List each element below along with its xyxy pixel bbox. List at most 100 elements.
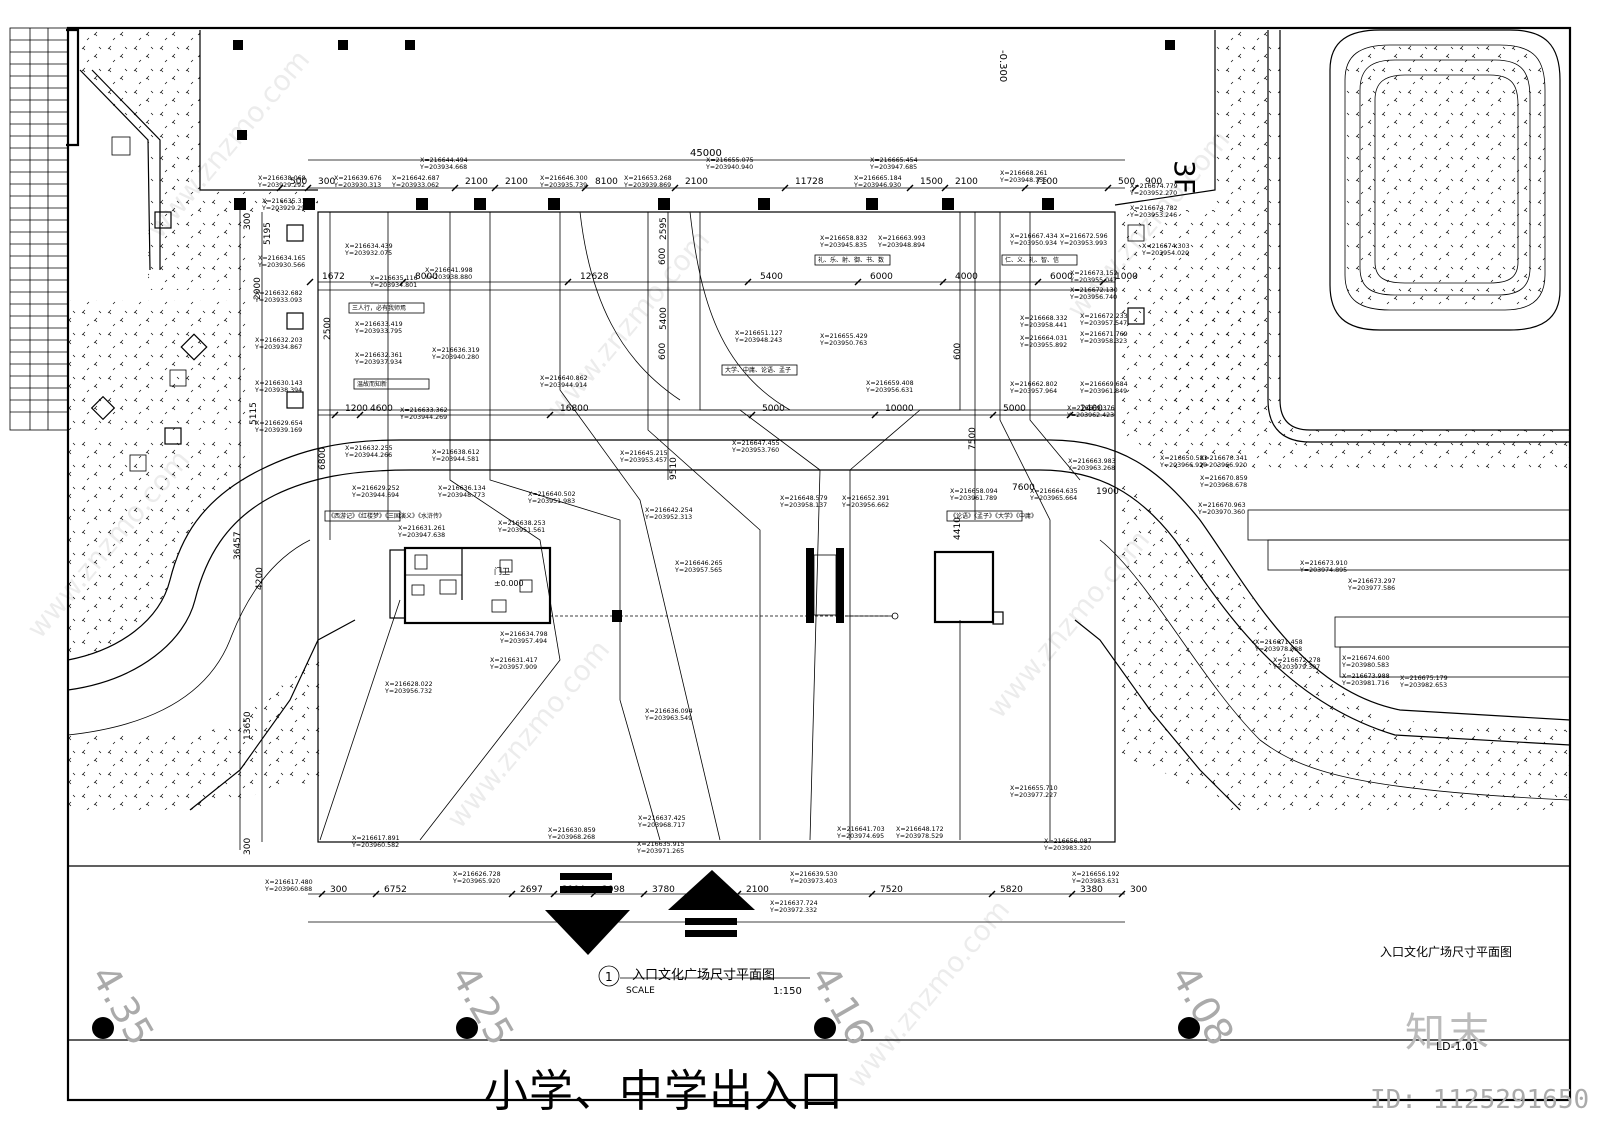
guard-house [389,546,552,625]
dimension-label: 5115 [249,402,259,425]
coordinate-y: Y=203935.739 [539,182,587,189]
coordinate-x: X=216668.332 [1020,315,1068,322]
coordinate-x: X=216648.172 [896,826,944,833]
coordinate-y: Y=203940.940 [705,164,753,171]
coordinate-x: X=216674.779 [1130,183,1178,190]
planting-areas [68,30,1570,810]
exit-label: 小学、中学出入口 [484,1066,844,1117]
dimension-tick [854,278,862,286]
coordinate-x: X=216674.303 [1142,243,1190,250]
coordinate-x: X=216669.376 [1067,405,1115,412]
coordinate-y: Y=203948.243 [734,337,782,344]
coordinate-y: Y=203932.075 [344,250,392,257]
coordinate-x: X=216634.798 [500,631,548,638]
coordinate-x: X=216632.203 [255,337,303,344]
detail-number: 1 [605,970,613,984]
elevation-1: 4.35 [82,958,162,1053]
coordinate-y: Y=203944.266 [344,452,392,459]
coordinate-y: Y=203946.930 [853,182,901,189]
coordinate-x: X=216663.993 [878,235,926,242]
coordinate-y: Y=203944.269 [399,414,447,421]
dimension-row2: 2400 [1080,404,1103,414]
dimension-top: 2100 [685,177,708,187]
coordinate-y: Y=203948.894 [877,242,925,249]
coordinate-y: Y=203938.880 [424,274,472,281]
coordinate-y: Y=203971.265 [636,848,684,855]
coordinate-x: X=216668.261 [1000,170,1048,177]
street [68,865,1570,1041]
coordinate-y: Y=203953.760 [731,447,779,454]
dimension-vertical: 2595 [659,217,669,240]
coordinate-y: Y=203960.688 [264,886,312,893]
coordinate-y: Y=203958.137 [779,502,827,509]
coordinate-y: Y=203944.581 [431,456,479,463]
dimension-left: 13650 [243,711,253,740]
coordinate-y: Y=203929.292 [257,182,305,189]
coordinate-y: Y=203980.583 [1341,662,1389,669]
coordinate-y: Y=203955.047 [1069,277,1117,284]
coordinate-y: Y=203948.773 [437,492,485,499]
coordinate-y: Y=203957.964 [1009,388,1057,395]
dimension-row2: 5000 [762,404,785,414]
coordinate-y: Y=203963.549 [644,715,692,722]
coordinate-y: Y=203957.909 [489,664,537,671]
coordinate-y: Y=203982.653 [1399,682,1447,689]
coordinate-x: X=216673.297 [1348,578,1396,585]
plaque-plaque-b: 礼、乐、射、御、书、数 [818,256,884,264]
coordinate-y: Y=203952.270 [1129,190,1177,197]
dimension-vertical: 7500 [968,427,978,450]
coordinate-y: Y=203930.313 [333,182,381,189]
dimension-mid: 12628 [580,272,609,282]
dimension-top: 2100 [505,177,528,187]
entry-exit-arrows [545,870,755,955]
coordinate-x: X=216638.253 [498,520,546,527]
planter-rings [1329,29,1561,331]
coordinate-y: Y=203937.934 [354,359,402,366]
coordinate-x: X=216672.233 [1080,313,1128,320]
coordinate-y: Y=203974.895 [1299,567,1347,574]
dimension-tick [1068,890,1076,898]
dimension-label: 600 [658,343,668,360]
coordinate-y: Y=203961.789 [949,495,997,502]
dimension-left: 5195 [263,222,273,245]
tree-grates [90,136,1145,472]
dimension-bottom: 300 [1130,885,1147,895]
coordinate-y: Y=203978.529 [895,833,943,840]
coordinate-x: X=216671.458 [1255,639,1303,646]
coordinate-x: X=216647.455 [732,440,780,447]
coordinate-y: Y=203957.547 [1079,320,1127,327]
dimension-top: 1500 [920,177,943,187]
dimension-tick [581,184,589,192]
svg-text:www.znzmo.com: www.znzmo.com [840,893,1016,1094]
coordinate-x: X=216632.682 [255,290,303,297]
coordinate-y: Y=203983.631 [1071,878,1119,885]
dimension-top: 500 [290,177,307,187]
coordinate-x: X=216672.130 [1070,287,1118,294]
coordinate-x: X=216672.278 [1273,657,1321,664]
dimension-bottom: 2098 [602,885,625,895]
dimension-vertical: 4410 [953,517,963,540]
plaque-frame [814,254,891,266]
dimension-top: 8100 [595,177,618,187]
coordinate-x: X=216617.480 [265,879,313,886]
sheet-title: 入口文化广场尺寸平面图 [1380,945,1513,959]
plaque-frame [946,510,1023,522]
coordinate-x: X=216628.022 [385,681,433,688]
gate [550,548,1004,625]
coordinate-x: X=216645.215 [620,450,668,457]
plaque-plaque-e: 《西游记》《红楼梦》《三国演义》《水浒传》 [328,512,445,520]
dimension-tick [1131,184,1139,192]
coordinate-x: X=216617.891 [352,835,400,842]
plaque-frame [348,302,425,314]
coordinate-x: X=216667.434 [1010,233,1058,240]
coordinate-x: X=216636.319 [432,347,480,354]
guard-label: 门卫 [494,566,510,576]
coordinate-y: Y=203955.892 [1019,342,1067,349]
dimension-bottom: 7520 [880,885,903,895]
dimension-bottom: 2100 [746,885,769,895]
dimension-tick [546,411,554,419]
coordinate-x: X=216658.094 [950,488,998,495]
dimension-mid: 4000 [955,272,978,282]
